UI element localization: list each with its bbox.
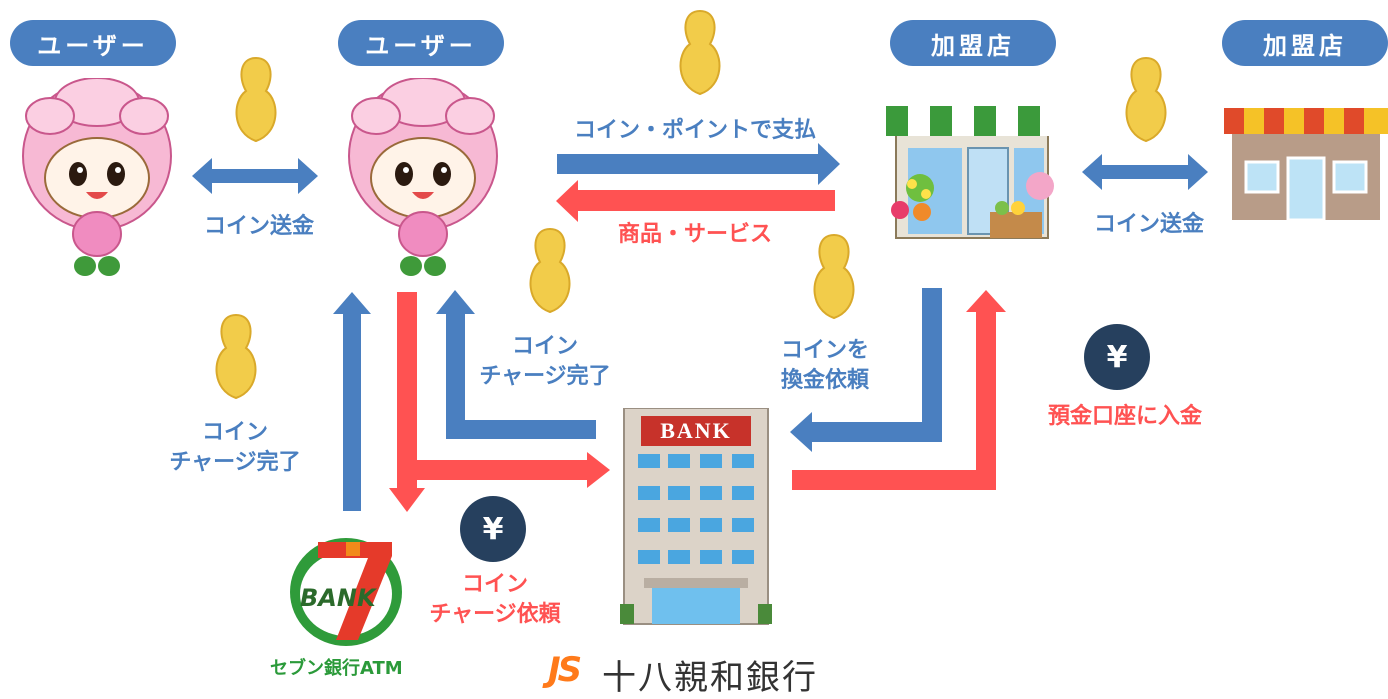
charge-request-line1: コイン — [461, 572, 528, 597]
user-pill-center: ユーザー — [338, 20, 504, 66]
exchange-request-arrow — [790, 288, 942, 452]
store-icon — [1224, 108, 1388, 222]
charge-complete-label-center: コイン チャージ完了 — [470, 332, 620, 392]
juhachi-bank-name: 十八親和銀行 — [602, 658, 818, 698]
user-pill-center-label: ユーザー — [365, 31, 477, 60]
exchange-request-label: コインを 換金依頼 — [760, 336, 890, 396]
exchange-request-line2: 換金依頼 — [780, 368, 869, 393]
coin-transfer-label-left: コイン送金 — [203, 214, 314, 239]
goods-services-label: 商品・サービス — [617, 222, 772, 247]
charge-complete-center-line2: チャージ完了 — [479, 364, 611, 389]
yen-symbol: ¥ — [1106, 339, 1128, 375]
charge-request-line2: チャージ依頼 — [429, 602, 561, 627]
yen-icon: ¥ — [460, 496, 526, 562]
mascot-left — [22, 78, 172, 276]
seven-bank-badge: BANK — [300, 584, 376, 612]
deposit-arrow — [792, 290, 1006, 490]
merchant-pill-right-label: 加盟店 — [1263, 31, 1347, 60]
coin-icon — [813, 233, 855, 320]
exchange-request-line1: コインを — [780, 338, 869, 363]
atm-to-user-arrow — [333, 292, 371, 511]
seven-bank-logo — [290, 538, 402, 646]
coin-icon — [235, 56, 277, 143]
charge-request-label: コイン チャージ依頼 — [410, 570, 580, 630]
seven-bank-name: セブン銀行ATM — [270, 658, 403, 679]
user-pill-left-label: ユーザー — [37, 31, 149, 60]
user-pill-left: ユーザー — [10, 20, 176, 66]
yen-icon: ¥ — [1084, 324, 1150, 390]
yen-symbol: ¥ — [482, 511, 504, 547]
charge-complete-center-line1: コイン — [511, 334, 578, 359]
charge-complete-label-left: コイン チャージ完了 — [150, 418, 320, 478]
juhachi-mark: JS — [548, 650, 582, 690]
flower-shop-icon — [886, 106, 1058, 239]
charge-complete-arrow — [436, 290, 596, 439]
coin-transfer-arrow-left — [192, 158, 318, 194]
coin-icon — [529, 227, 571, 314]
bank-sign: BANK — [641, 416, 751, 446]
coin-transfer-arrow-right — [1082, 154, 1208, 190]
coin-icon — [215, 313, 257, 400]
merchant-pill-center-label: 加盟店 — [931, 31, 1015, 60]
coin-icon — [679, 9, 721, 96]
coin-transfer-label-right: コイン送金 — [1093, 212, 1204, 237]
payment-label: コイン・ポイントで支払 — [573, 118, 816, 143]
goods-arrow — [556, 180, 835, 222]
merchant-pill-center: 加盟店 — [890, 20, 1056, 66]
charge-complete-left-line1: コイン — [201, 420, 268, 445]
charge-request-arrow — [389, 292, 610, 512]
payment-arrow — [557, 143, 840, 185]
deposit-label: 預金口座に入金 — [1047, 404, 1202, 429]
bank-sign-label: BANK — [660, 418, 732, 443]
mascot-center — [348, 78, 498, 276]
merchant-pill-right: 加盟店 — [1222, 20, 1388, 66]
charge-complete-left-line2: チャージ完了 — [169, 450, 301, 475]
coin-icon — [1125, 56, 1167, 143]
